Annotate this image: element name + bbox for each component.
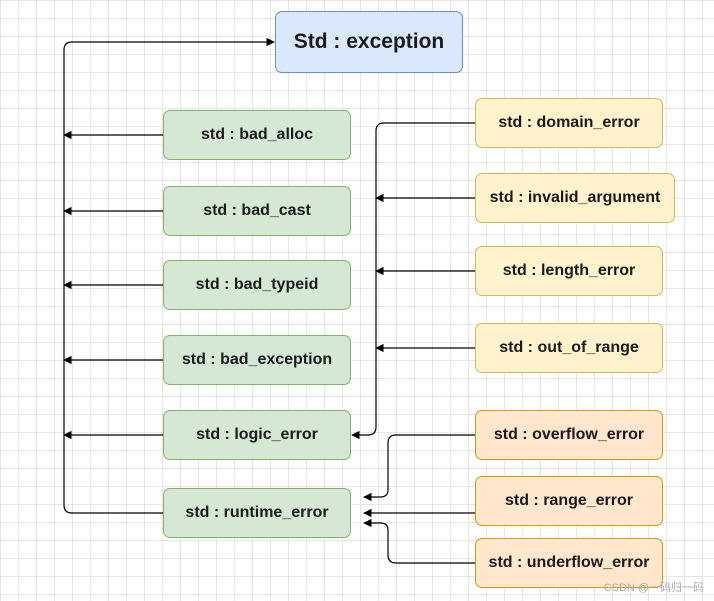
watermark: CSDN @一码归一码 [603, 582, 704, 594]
node-invalid-argument: std : invalid_argument [475, 173, 675, 223]
node-bad-typeid: std : bad_typeid [163, 260, 351, 310]
node-range-error: std : range_error [475, 476, 663, 526]
edge-domain-to-logic [351, 122, 475, 440]
edge-overflow [363, 434, 475, 502]
node-overflow-error: std : overflow_error [475, 410, 663, 460]
node-bad-exception: std : bad_exception [163, 335, 351, 385]
node-bad-cast: std : bad_cast [163, 186, 351, 236]
node-length-error: std : length_error [475, 246, 663, 296]
node-domain-error: std : domain_error [475, 98, 663, 148]
node-bad-alloc: std : bad_alloc [163, 110, 351, 160]
node-std-exception: Std : exception [275, 11, 463, 73]
edge-runtime-to-exception [63, 37, 275, 514]
edge-underflow [363, 518, 475, 564]
node-out-of-range: std : out_of_range [475, 323, 663, 373]
node-logic-error: std : logic_error [163, 410, 351, 460]
node-underflow-error: std : underflow_error [475, 538, 663, 588]
node-runtime-error: std : runtime_error [163, 488, 351, 538]
